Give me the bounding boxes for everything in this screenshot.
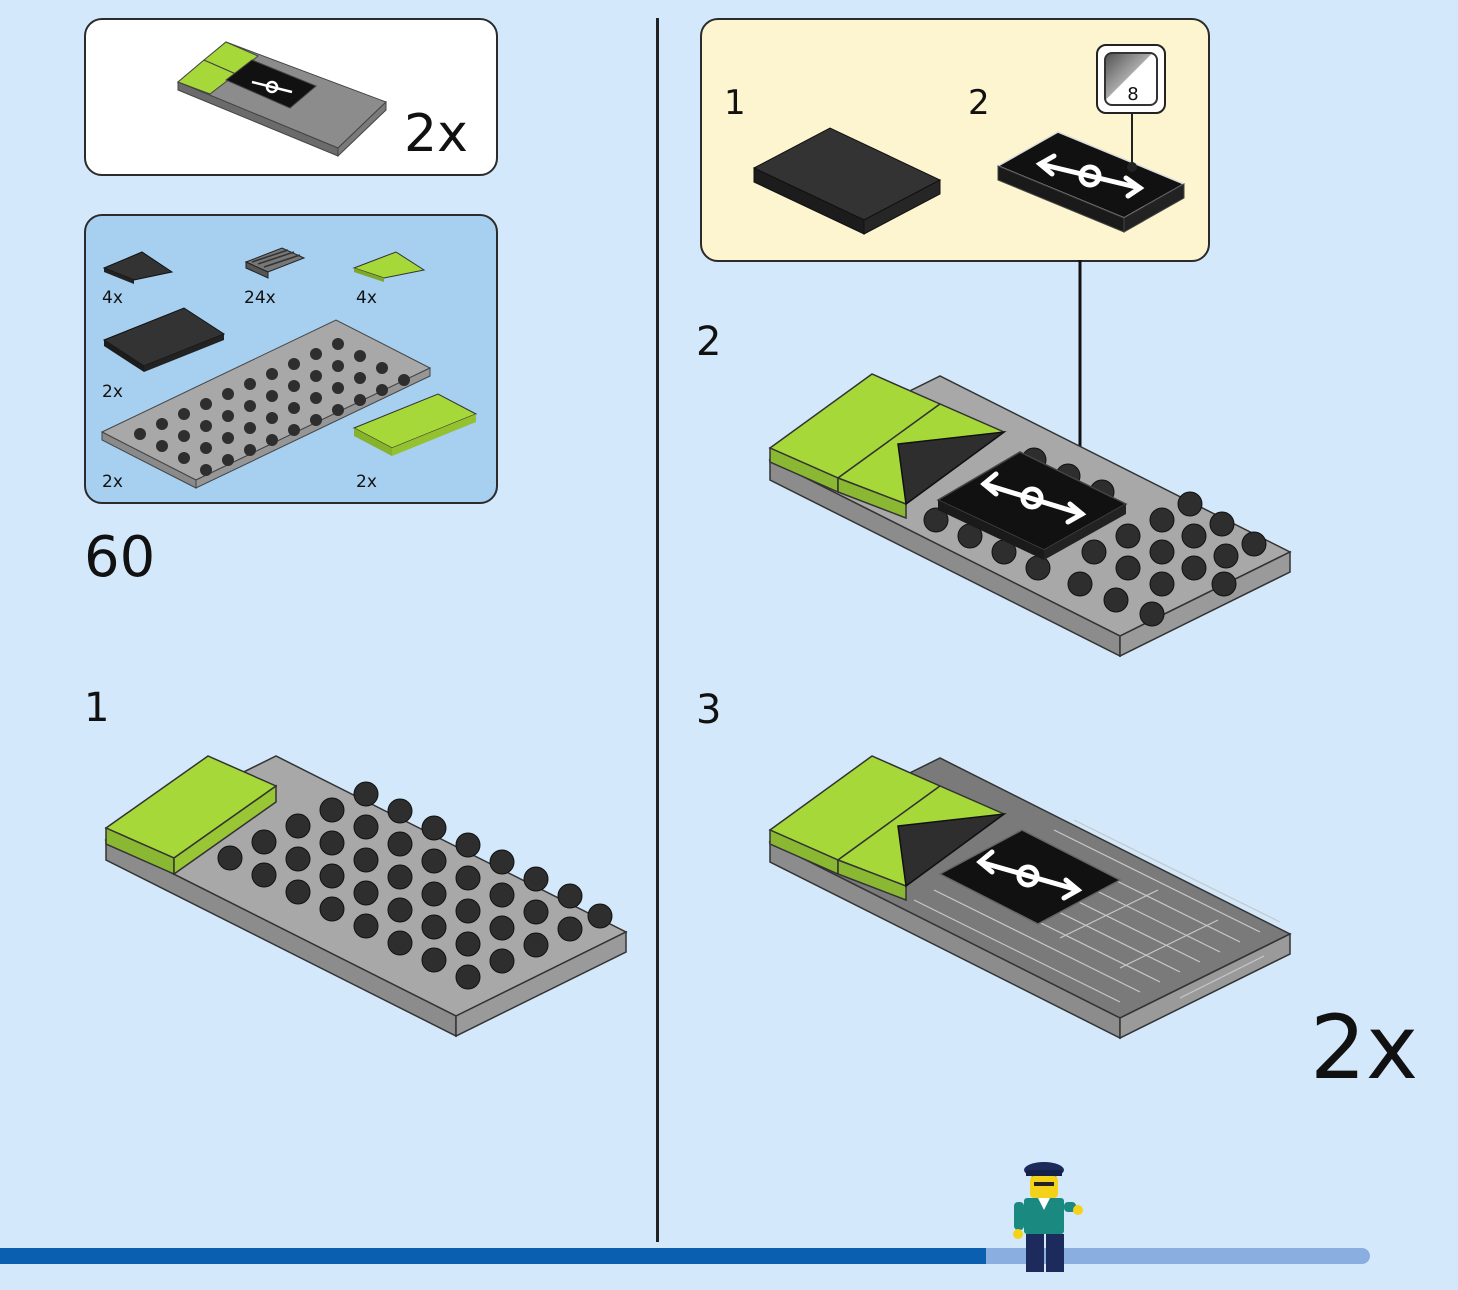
parts-list-box: 4x 24x 4x 2x 2x 2x: [84, 214, 498, 504]
black-wedge-tile-qty: 4x: [102, 288, 123, 308]
sub-step-2-number: 2: [968, 83, 990, 123]
sticker-reference-box: 8: [1096, 44, 1166, 114]
final-model-thumbnail: [177, 41, 387, 158]
black-tile-2x4-qty: 2x: [102, 382, 123, 402]
sticker-leader-dot: [1127, 162, 1137, 172]
grille-tile-part: [244, 247, 306, 279]
progress-fill: [0, 1248, 987, 1264]
sub-assembly-callout: 1 2 8: [700, 18, 1210, 262]
step-2-illustration: [768, 373, 1292, 658]
minifigure-icon: [1013, 1162, 1083, 1272]
step-3-number: 3: [696, 687, 722, 733]
lime-wedge-tile-qty: 4x: [356, 288, 377, 308]
step-3-multiplier: 2x: [1310, 996, 1419, 1099]
sticker-page-icon: [1104, 52, 1158, 106]
gray-plate-4x10-qty: 2x: [102, 472, 123, 492]
step-1-number: 1: [84, 685, 110, 731]
final-model-multiplier: 2x: [404, 104, 468, 164]
sticker-tile-sub-step-2: [996, 131, 1186, 233]
black-tile-sub-step-1: [752, 127, 942, 235]
lime-tile-2x4-qty: 2x: [356, 472, 377, 492]
column-divider: [656, 18, 659, 1242]
page-number: 60: [84, 525, 156, 590]
step-3-illustration: [768, 755, 1292, 1040]
progress-track: [0, 1248, 1370, 1264]
lime-tile-2x4-part: [352, 393, 478, 456]
step-2-number: 2: [696, 319, 722, 365]
sticker-leader-line: [1131, 112, 1133, 166]
black-tile-2x4-part: [102, 307, 226, 372]
step-1-illustration: [104, 755, 628, 1038]
grille-tile-qty: 24x: [244, 288, 276, 308]
black-wedge-tile-part: [102, 251, 174, 284]
lime-wedge-tile-part: [352, 251, 426, 282]
sticker-number: 8: [1127, 84, 1139, 105]
sub-step-1-number: 1: [724, 83, 746, 123]
final-model-box: 2x: [84, 18, 498, 176]
gray-plate-4x10-part: [100, 319, 432, 489]
